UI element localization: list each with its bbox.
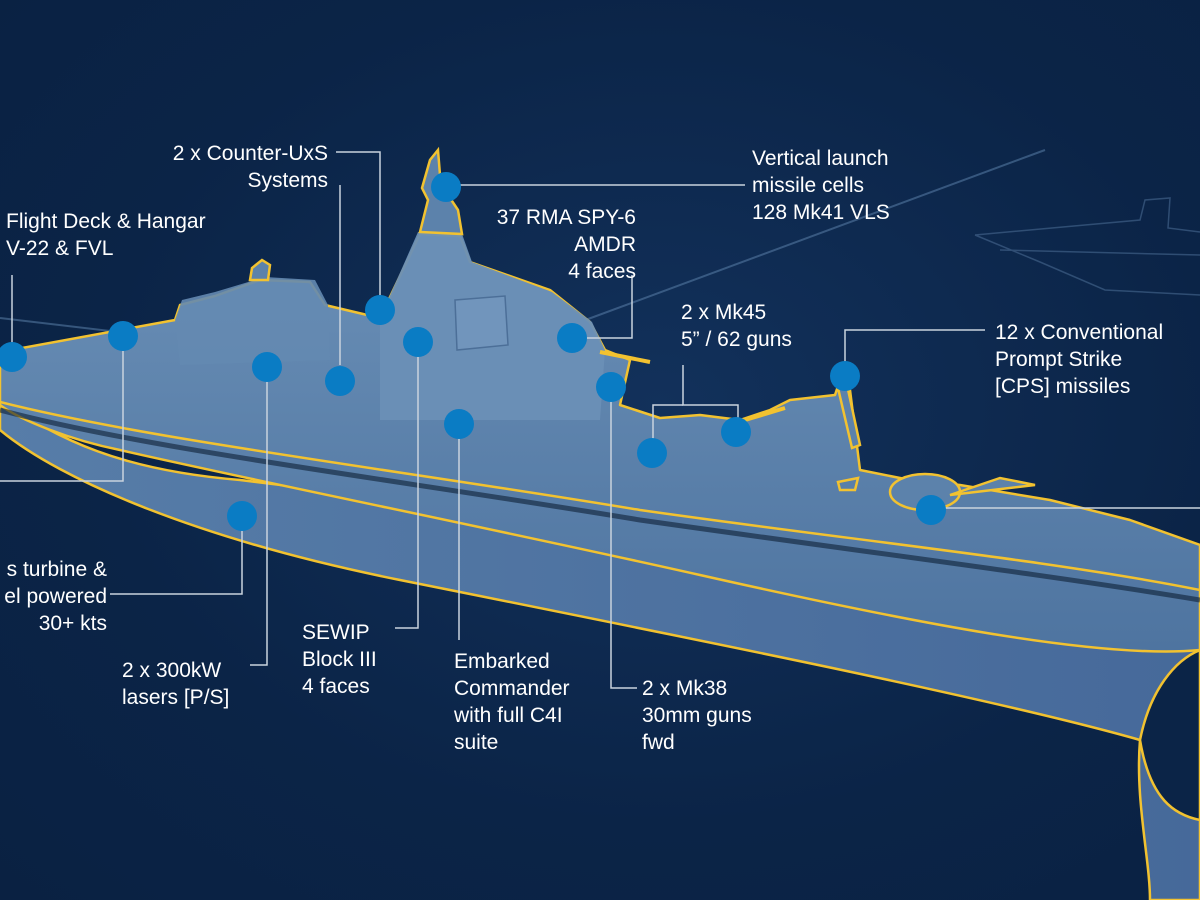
- hotspot-vls[interactable]: [637, 438, 667, 468]
- leader-mk38: [610, 400, 637, 689]
- hotspot-spy6[interactable]: [557, 323, 587, 353]
- hotspot-sewip[interactable]: [403, 327, 433, 357]
- lower-hull: [0, 398, 1200, 900]
- radar-face: [454, 295, 509, 351]
- aft-mast: [248, 258, 272, 282]
- leader-cps: [844, 329, 985, 365]
- bow-flare: [1138, 648, 1200, 822]
- hotspots[interactable]: [0, 172, 946, 531]
- callout-mk38: 2 x Mk38 30mm guns fwd: [642, 677, 752, 754]
- callout-spy6: 37 RMA SPY-6 AMDR 4 faces: [496, 206, 636, 283]
- leader-lasers: [250, 380, 268, 666]
- hotspot-hangar[interactable]: [108, 321, 138, 351]
- callout-counter-uxs: 2 x Counter-UxS Systems: [172, 142, 328, 192]
- bow-launcher: [949, 476, 1036, 497]
- hotspot-lasers[interactable]: [252, 352, 282, 382]
- callout-flight-deck: Flight Deck & Hangar V-22 & FVL: [6, 210, 206, 260]
- hotspot-propulsion[interactable]: [227, 501, 257, 531]
- cps-base: [836, 476, 860, 492]
- hotspot-bow[interactable]: [916, 495, 946, 525]
- hotspot-cps[interactable]: [830, 361, 860, 391]
- leader-spy6: [583, 275, 633, 339]
- callout-sewip: SEWIP Block III 4 faces: [302, 621, 377, 698]
- hangar-superstructure: [175, 277, 330, 365]
- leader-sewip: [395, 355, 419, 629]
- hotspot-mast[interactable]: [431, 172, 461, 202]
- hotspot-counter-uxs-fwd[interactable]: [365, 295, 395, 325]
- leader-flight-hangar: [0, 350, 124, 482]
- callout-lasers: 2 x 300kW lasers [P/S]: [122, 659, 230, 709]
- background-ship-wireframe: [974, 197, 1200, 296]
- callout-vls: Vertical launch missile cells 128 Mk41 V…: [752, 147, 890, 224]
- callout-propulsion: s turbine & el powered 30+ kts: [4, 558, 107, 635]
- callout-cps: 12 x Conventional Prompt Strike [CPS] mi…: [995, 321, 1164, 398]
- gun-barrel: [599, 350, 651, 364]
- callout-mk45: 2 x Mk45 5” / 62 guns: [681, 301, 792, 351]
- hotspot-mk45[interactable]: [721, 417, 751, 447]
- hotspot-flight-deck[interactable]: [0, 342, 27, 372]
- leader-mk45-2: [652, 404, 683, 440]
- gun-barrel-2: [744, 406, 786, 422]
- waterline-shadow: [0, 407, 1200, 603]
- leader-propulsion: [110, 530, 243, 595]
- deck-edge: [0, 400, 1200, 592]
- hotspot-counter-uxs-aft[interactable]: [325, 366, 355, 396]
- hotspot-mk38[interactable]: [596, 372, 626, 402]
- hotspot-commander[interactable]: [444, 409, 474, 439]
- leader-mk45: [682, 365, 739, 420]
- callout-commander: Embarked Commander with full C4I suite: [454, 650, 570, 754]
- leader-lines: [0, 151, 1200, 689]
- leader-counter-uxs: [336, 151, 381, 295]
